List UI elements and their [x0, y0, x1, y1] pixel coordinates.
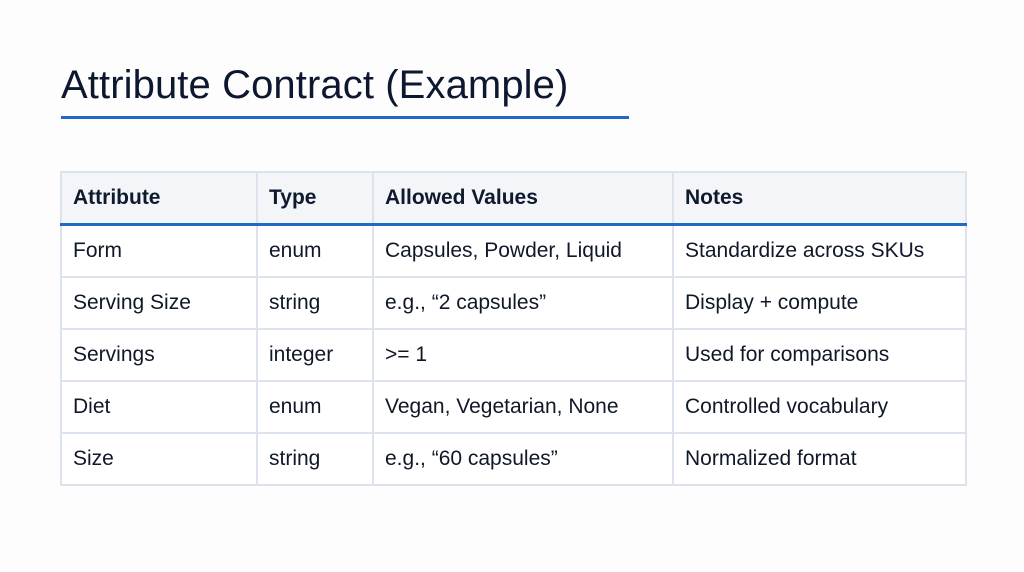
- cell-attribute: Servings: [60, 328, 258, 382]
- table-row: Size string e.g., “60 capsules” Normaliz…: [60, 432, 967, 486]
- table-row: Servings integer >= 1 Used for compariso…: [60, 328, 967, 382]
- cell-attribute: Diet: [60, 380, 258, 434]
- table-row: Form enum Capsules, Powder, Liquid Stand…: [60, 223, 967, 278]
- cell-type: string: [256, 276, 374, 330]
- cell-notes: Controlled vocabulary: [672, 380, 967, 434]
- cell-type: enum: [256, 380, 374, 434]
- header-attribute: Attribute: [60, 171, 258, 226]
- slide-title: Attribute Contract (Example): [61, 63, 569, 107]
- cell-allowed-values: Vegan, Vegetarian, None: [372, 380, 674, 434]
- cell-attribute: Serving Size: [60, 276, 258, 330]
- cell-type: integer: [256, 328, 374, 382]
- cell-attribute: Size: [60, 432, 258, 486]
- cell-notes: Normalized format: [672, 432, 967, 486]
- cell-allowed-values: e.g., “60 capsules”: [372, 432, 674, 486]
- cell-allowed-values: e.g., “2 capsules”: [372, 276, 674, 330]
- cell-type: string: [256, 432, 374, 486]
- cell-allowed-values: >= 1: [372, 328, 674, 382]
- cell-notes: Display + compute: [672, 276, 967, 330]
- table-row: Diet enum Vegan, Vegetarian, None Contro…: [60, 380, 967, 434]
- cell-allowed-values: Capsules, Powder, Liquid: [372, 223, 674, 278]
- cell-type: enum: [256, 223, 374, 278]
- table-row: Serving Size string e.g., “2 capsules” D…: [60, 276, 967, 330]
- cell-attribute: Form: [60, 223, 258, 278]
- attribute-contract-table: Attribute Type Allowed Values Notes Form…: [60, 171, 967, 486]
- table-header-row: Attribute Type Allowed Values Notes: [60, 171, 967, 226]
- cell-notes: Standardize across SKUs: [672, 223, 967, 278]
- header-type: Type: [256, 171, 374, 226]
- header-notes: Notes: [672, 171, 967, 226]
- cell-notes: Used for comparisons: [672, 328, 967, 382]
- header-allowed-values: Allowed Values: [372, 171, 674, 226]
- title-underline: [61, 116, 629, 119]
